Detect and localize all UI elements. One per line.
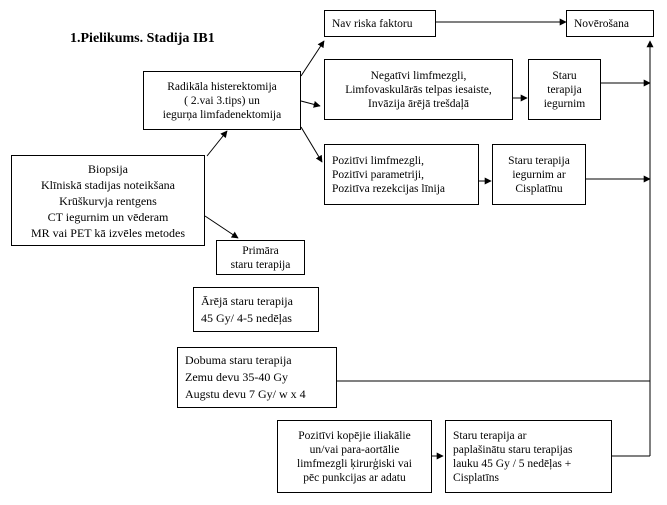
page-title: 1.Pielikums. Stadija IB1 (70, 31, 215, 46)
arrow-biopsy-to-surgery (206, 130, 228, 157)
node-primary-rt: Primāra staru terapija (216, 240, 305, 275)
node-pelvic-rt-line-1: Staru (552, 69, 577, 82)
node-cisplatin-line-1: Staru terapija (508, 154, 570, 167)
node-pelvic-rt: Staru terapija iegurnim (528, 59, 601, 120)
node-extended-line-1: Staru terapija ar (453, 429, 527, 442)
node-primary-rt-line-2: staru terapija (230, 258, 291, 271)
node-no-risk-factors: Nav riska faktoru (324, 10, 436, 37)
node-primary-rt-line-1: Primāra (242, 244, 279, 257)
node-radical-hysterectomy: Radikāla histerektomija ( 2.vai 3.tips) … (143, 71, 301, 130)
node-radical-line-3: iegurņa limfadenektomija (162, 108, 282, 121)
node-cisplatin-line-2: iegurnim ar (512, 168, 566, 181)
node-extended-line-3: lauku 45 Gy / 5 nedēļas + (453, 457, 572, 470)
node-external-rt-line-1: Ārējā staru terapija (201, 293, 293, 308)
node-paraaortic-line-1: Pozitīvi kopējie iliakālie (298, 429, 411, 442)
node-biopsy-line-1: Biopsija (87, 161, 128, 176)
arrow-surgery-to-no-risk (300, 40, 325, 77)
node-extended-field-rt: Staru terapija ar paplašinātu staru tera… (445, 420, 612, 493)
arrow-surgery-to-negative (300, 100, 321, 108)
arrow-surgery-to-positive (300, 126, 323, 163)
node-paraaortic-nodes: Pozitīvi kopējie iliakālie un/vai para-a… (277, 420, 432, 493)
node-positive-line-2: Pozitīvi parametriji, (332, 168, 424, 181)
node-cisplatin-line-3: Cisplatīnu (515, 182, 563, 195)
node-brachytherapy: Dobuma staru terapija Zemu devu 35-40 Gy… (177, 347, 337, 408)
node-pelvic-rt-line-2: terapija (547, 83, 582, 96)
node-biopsy-line-3: Krūškurvja rentgens (59, 193, 157, 208)
node-negative-line-3: Invāzija ārējā trešdaļā (368, 97, 469, 110)
node-paraaortic-line-4: pēc punkcijas ar adatu (303, 471, 406, 484)
node-extended-line-4: Cisplatīns (453, 471, 500, 484)
node-external-rt-line-2: 45 Gy/ 4-5 nedēļas (201, 310, 292, 325)
node-brachy-line-3: Augstu devu 7 Gy/ w x 4 (185, 387, 306, 401)
node-no-risk-line-1: Nav riska faktoru (332, 17, 413, 30)
node-biopsy-line-2: Klīniskā stadijas noteikšana (41, 177, 175, 192)
node-brachy-line-1: Dobuma staru terapija (185, 353, 292, 367)
node-brachy-line-2: Zemu devu 35-40 Gy (185, 370, 288, 384)
node-positive-line-1: Pozitīvi limfmezgli, (332, 154, 424, 167)
node-external-rt: Ārējā staru terapija 45 Gy/ 4-5 nedēļas (193, 287, 319, 332)
node-observation-line-1: Novērošana (574, 17, 629, 30)
node-negative-line-2: Limfovaskulārās telpas iesaiste, (345, 83, 492, 96)
node-radical-line-1: Radikāla histerektomija (167, 80, 277, 93)
node-negative-line-1: Negatīvi limfmezgli, (370, 69, 467, 82)
node-paraaortic-line-2: un/vai para-aortālie (309, 443, 400, 456)
node-biopsy-line-4: CT iegurnim un vēderam (47, 209, 169, 224)
node-positive-nodes: Pozitīvi limfmezgli, Pozitīvi parametrij… (324, 144, 479, 205)
node-pelvic-rt-line-3: iegurnim (543, 97, 586, 110)
node-pelvic-rt-cisplatin: Staru terapija iegurnim ar Cisplatīnu (492, 144, 586, 205)
node-biopsy-line-5: MR vai PET kā izvēles metodes (30, 225, 186, 240)
arrow-biopsy-to-primary-rt (204, 215, 239, 239)
node-observation: Novērošana (566, 10, 654, 37)
node-paraaortic-line-3: limfmezgli ķirurģiski vai (297, 457, 412, 470)
node-extended-line-2: paplašinātu staru terapijas (453, 443, 573, 456)
node-negative-nodes: Negatīvi limfmezgli, Limfovaskulārās tel… (324, 59, 513, 120)
node-radical-line-2: ( 2.vai 3.tips) un (184, 94, 260, 107)
node-biopsy: Biopsija Klīniskā stadijas noteikšana Kr… (11, 155, 205, 246)
node-positive-line-3: Pozitīva rezekcijas līnija (332, 182, 446, 195)
